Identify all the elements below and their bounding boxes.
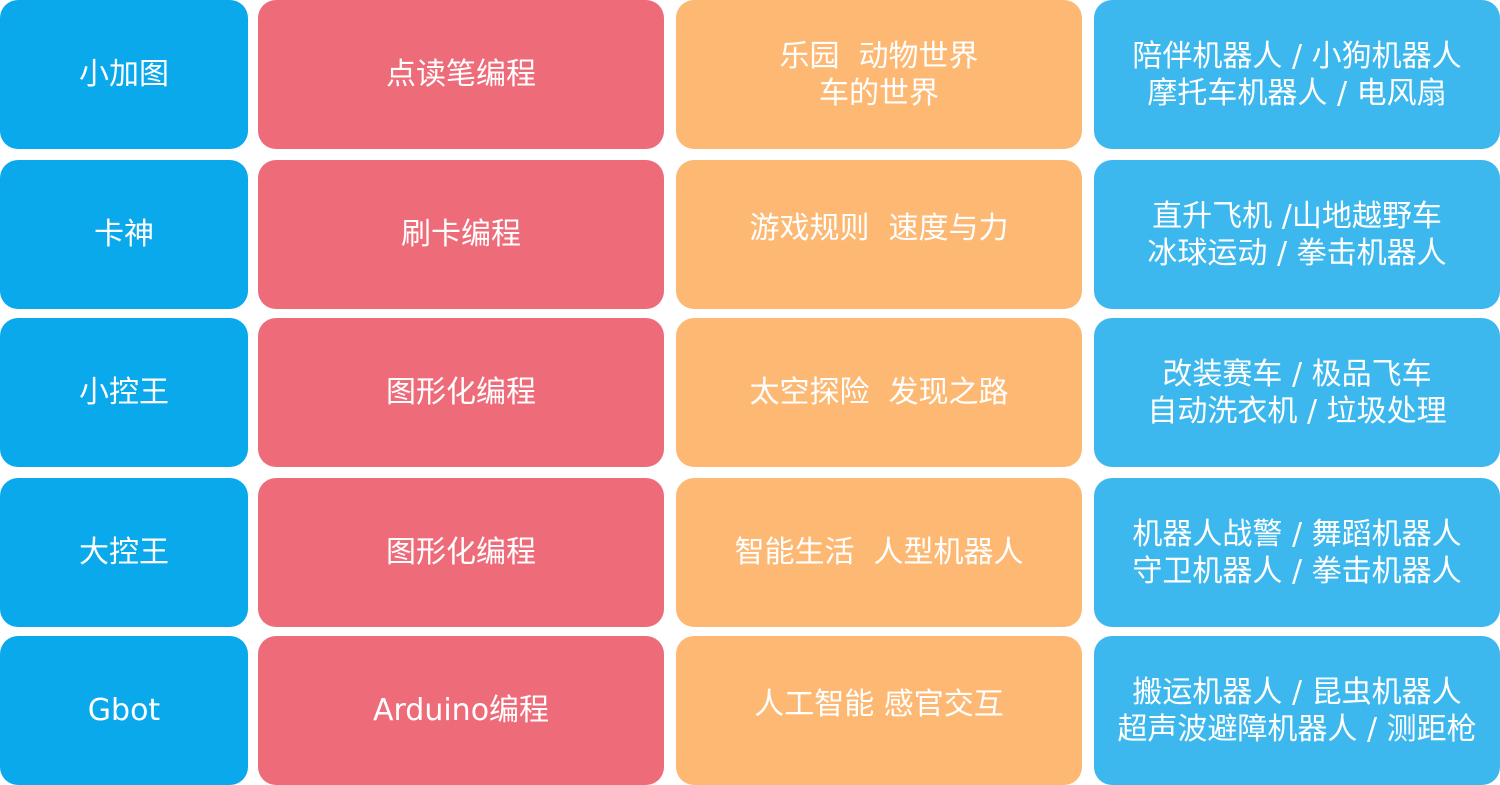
project-line: 直升飞机 /山地越野车 <box>1152 198 1442 234</box>
theme-line: 太空探险 发现之路 <box>749 375 1009 410</box>
theme-cell: 人工智能 感官交互 <box>676 636 1082 785</box>
project-line: 守卫机器人 / 拳击机器人 <box>1132 553 1462 589</box>
project-line: 改装赛车 / 极品飞车 <box>1162 356 1432 392</box>
theme-cell: 智能生活 人型机器人 <box>676 478 1082 627</box>
project-line: 摩托车机器人 / 电风扇 <box>1147 75 1447 111</box>
method-label: 图形化编程 <box>386 535 536 570</box>
product-cell: 大控王 <box>0 478 248 627</box>
theme-line: 车的世界 <box>819 75 939 111</box>
method-label: Arduino编程 <box>372 693 550 728</box>
product-cell: 小加图 <box>0 0 248 149</box>
project-line: 超声波避障机器人 / 测距枪 <box>1117 711 1477 747</box>
project-line: 搬运机器人 / 昆虫机器人 <box>1132 674 1462 710</box>
project-cell: 机器人战警 / 舞蹈机器人 守卫机器人 / 拳击机器人 <box>1094 478 1500 627</box>
theme-line: 智能生活 人型机器人 <box>734 535 1024 570</box>
product-cell: 卡神 <box>0 160 248 309</box>
product-cell: 小控王 <box>0 318 248 467</box>
method-cell: 图形化编程 <box>258 478 664 627</box>
product-label: 大控王 <box>79 535 169 570</box>
project-cell: 搬运机器人 / 昆虫机器人 超声波避障机器人 / 测距枪 <box>1094 636 1500 785</box>
project-cell: 直升飞机 /山地越野车 冰球运动 / 拳击机器人 <box>1094 160 1500 309</box>
product-label: 小控王 <box>79 375 169 410</box>
theme-cell: 游戏规则 速度与力 <box>676 160 1082 309</box>
method-label: 点读笔编程 <box>386 57 536 92</box>
product-label: 小加图 <box>79 57 169 92</box>
project-cell: 改装赛车 / 极品飞车 自动洗衣机 / 垃圾处理 <box>1094 318 1500 467</box>
project-cell: 陪伴机器人 / 小狗机器人 摩托车机器人 / 电风扇 <box>1094 0 1500 149</box>
product-label: 卡神 <box>94 217 154 252</box>
theme-line: 乐园 动物世界 <box>779 38 979 74</box>
theme-cell: 乐园 动物世界 车的世界 <box>676 0 1082 149</box>
method-cell: Arduino编程 <box>258 636 664 785</box>
method-cell: 点读笔编程 <box>258 0 664 149</box>
method-cell: 刷卡编程 <box>258 160 664 309</box>
method-label: 刷卡编程 <box>401 217 521 252</box>
product-cell: Gbot <box>0 636 248 785</box>
project-line: 冰球运动 / 拳击机器人 <box>1147 235 1447 271</box>
project-line: 自动洗衣机 / 垃圾处理 <box>1147 393 1447 429</box>
project-line: 机器人战警 / 舞蹈机器人 <box>1132 516 1462 552</box>
method-label: 图形化编程 <box>386 375 536 410</box>
project-line: 陪伴机器人 / 小狗机器人 <box>1132 38 1462 74</box>
product-label: Gbot <box>87 693 161 728</box>
theme-cell: 太空探险 发现之路 <box>676 318 1082 467</box>
theme-line: 游戏规则 速度与力 <box>749 211 1009 246</box>
method-cell: 图形化编程 <box>258 318 664 467</box>
theme-line: 人工智能 感官交互 <box>754 687 1004 722</box>
